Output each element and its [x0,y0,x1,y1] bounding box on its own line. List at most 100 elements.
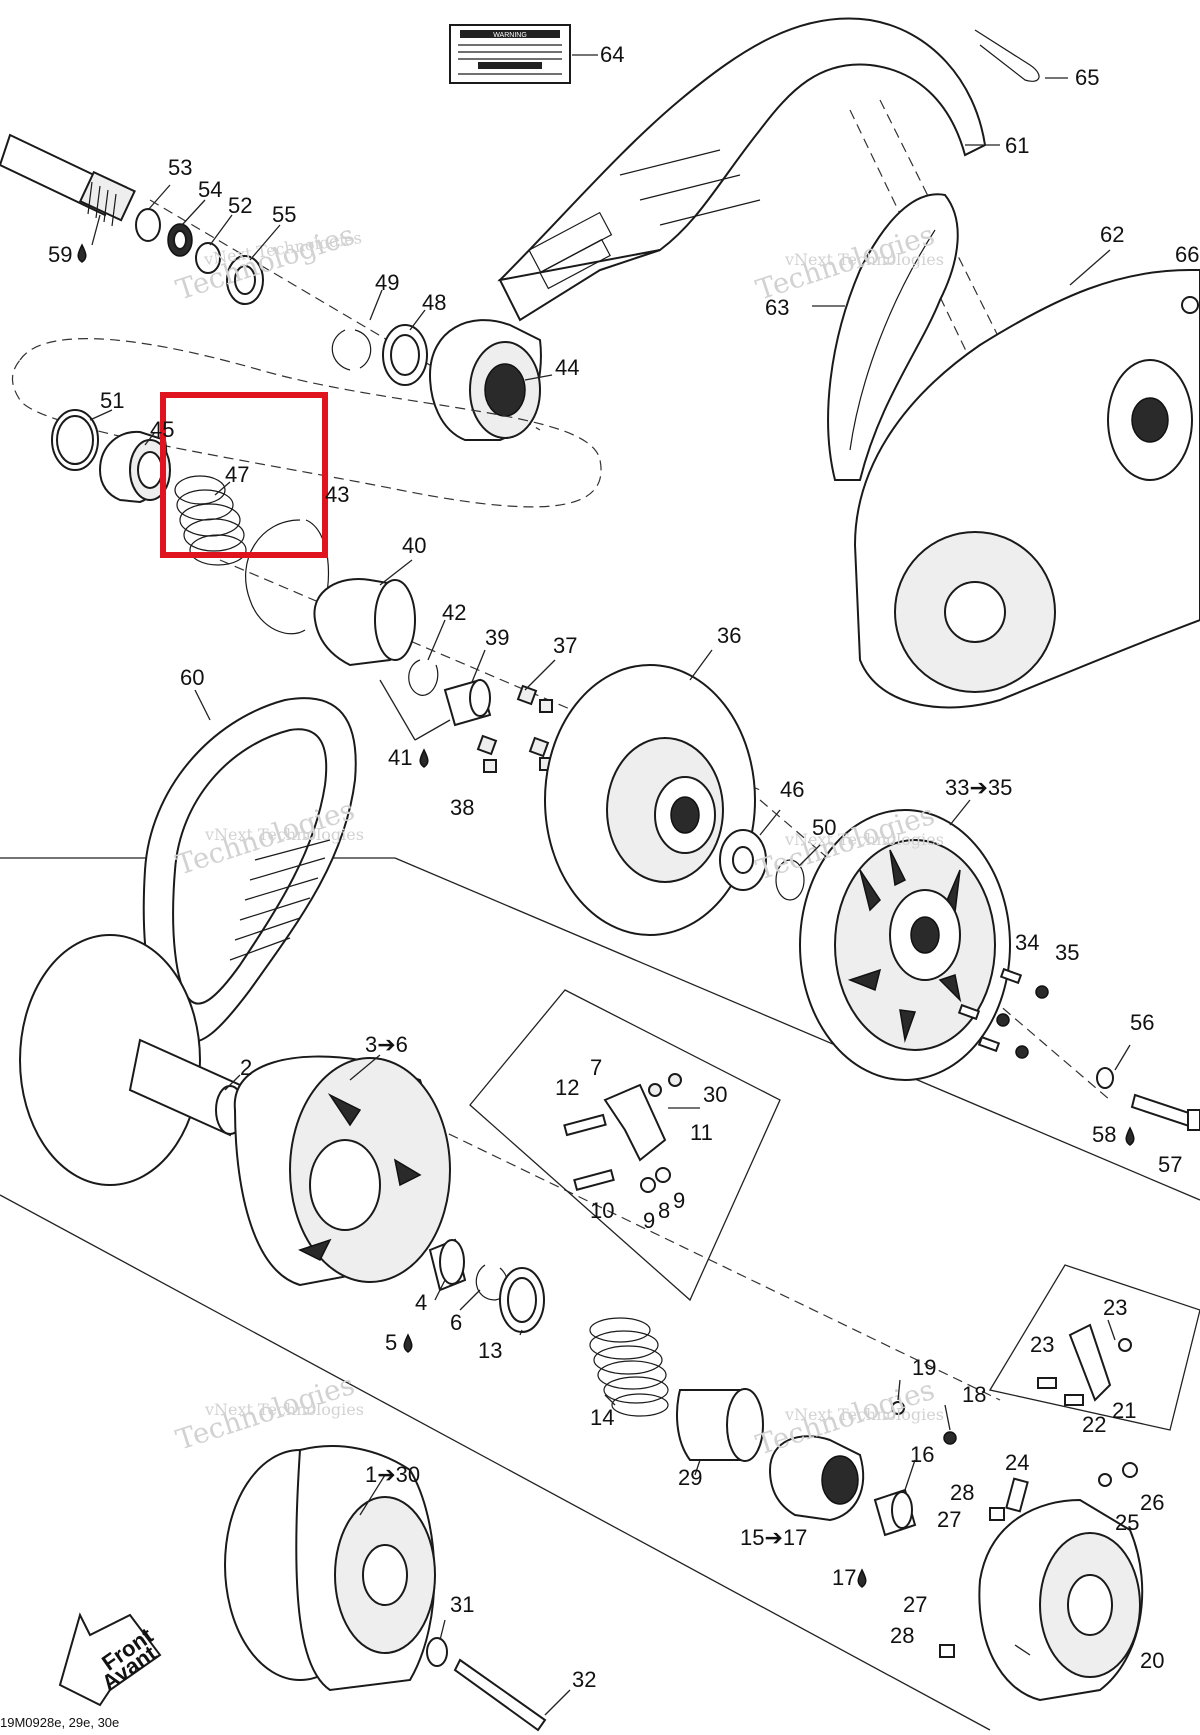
roller-housing-part-44 [428,319,542,441]
diagram-reference-code: 19M0928e, 29e, 30e [0,1715,120,1730]
drive-belt-part-60 [142,697,357,1044]
callout-31: 31 [450,1592,474,1617]
callout-35: 35 [1055,940,1079,965]
callout-12: 12 [555,1075,579,1100]
callout-59: 59 [48,242,72,267]
callout-23a: 23 [1103,1295,1127,1320]
drive-pulley-assembly-1-30 [224,1445,436,1692]
callout-26: 26 [1140,1490,1164,1515]
small-parts-18-19 [891,1401,957,1445]
callout-11: 11 [690,1120,713,1145]
leader-lines [89,54,1131,1716]
callout-63: 63 [765,295,789,320]
watermark-3: vNext Technologies [204,825,364,844]
callout-10: 10 [590,1198,614,1223]
callout-43: 43 [325,482,349,507]
inner-guard-part-63 [827,193,959,481]
callout-64: 64 [600,42,624,67]
callout-24: 24 [1005,1450,1029,1475]
bushing-part-16 [873,1488,917,1537]
callout-49: 49 [375,270,399,295]
callout-32: 32 [572,1667,596,1692]
callout-4: 4 [415,1290,427,1315]
callout-38: 38 [450,795,474,820]
callout-40: 40 [402,533,426,558]
warning-decal-part-64: WARNING [449,24,571,84]
ring-part-51 [51,409,99,471]
callout-41: 41 [388,745,412,770]
highlight-box-part-47 [160,392,328,558]
callout-23b: 23 [1030,1332,1054,1357]
callout-29: 29 [678,1465,702,1490]
callout-37: 37 [553,633,577,658]
rings-48-49 [331,324,428,386]
callout-1-30: 1➔30 [365,1462,420,1487]
lubricant-drop-icons [77,243,1135,1588]
pins-part-34-35 [957,967,1049,1059]
callout-6: 6 [450,1310,462,1335]
callout-21: 21 [1112,1398,1136,1423]
callout-7: 7 [590,1055,602,1080]
callout-16: 16 [910,1442,934,1467]
bushing-part-4 [428,1238,467,1292]
callout-36: 36 [717,623,741,648]
sliders-part-37-38 [476,684,553,773]
fixed-sheave-part-36 [544,664,756,936]
small-parts-24-28 [939,1462,1138,1658]
drop-icon-58 [1125,1126,1135,1146]
bolt-part-31-32 [426,1637,547,1732]
callout-51: 51 [100,388,124,413]
callout-14: 14 [590,1405,614,1430]
washer-part-46 [719,829,767,891]
housing-part-3-6 [233,1055,451,1287]
shaft-part-59 [0,133,136,227]
ring-part-42 [408,659,439,696]
watermark-4: vNext Technologies [784,830,944,849]
cup-part-40 [313,578,416,667]
bolt-part-57-56 [1096,1067,1200,1131]
callout-22: 22 [1082,1412,1106,1437]
clip-pin-part-65 [974,29,1068,82]
callout-47: 47 [225,462,249,487]
callout-45: 45 [150,417,174,442]
callout-48: 48 [422,290,446,315]
callout-19: 19 [912,1355,936,1380]
callout-52: 52 [228,193,252,218]
washer-part-13 [499,1267,545,1333]
callout-27b: 27 [903,1592,927,1617]
callout-9b: 9 [673,1188,685,1213]
callout-66: 66 [1175,242,1199,267]
callout-39: 39 [485,625,509,650]
callout-62: 62 [1100,222,1124,247]
callout-13: 13 [478,1338,502,1363]
callout-28b: 28 [890,1623,914,1648]
callout-42: 42 [442,600,466,625]
drop-icon-17 [857,1568,867,1588]
inset-box-21-23 [988,1264,1200,1431]
sleeve-part-29 [676,1388,764,1462]
inset-box-7-12 [469,989,781,1302]
callout-56: 56 [1130,1010,1154,1035]
callout-57: 57 [1158,1152,1182,1177]
watermark-5: vNext Technologies [204,1400,364,1419]
callout-20: 20 [1140,1648,1164,1673]
warning-decal-text: WARNING [493,32,527,39]
callout-61: 61 [1005,133,1029,158]
callout-17: 17 [832,1565,856,1590]
belt-guard-part-61 [497,17,987,322]
callout-44: 44 [555,355,579,380]
bearing-part-45 [98,430,171,504]
callout-55: 55 [272,202,296,227]
drive-pulley-face [19,934,245,1186]
small-rings-52-55 [135,208,264,305]
callout-15-17: 15➔17 [740,1525,807,1550]
callout-34: 34 [1015,930,1039,955]
movable-sheave-part-33-35 [799,809,1011,1081]
ring-part-50 [775,859,805,901]
spring-part-14 [589,1317,669,1417]
callout-18: 18 [962,1382,986,1407]
callout-58: 58 [1092,1122,1116,1147]
drop-icon-59 [77,243,87,263]
callout-28a: 28 [950,1480,974,1505]
